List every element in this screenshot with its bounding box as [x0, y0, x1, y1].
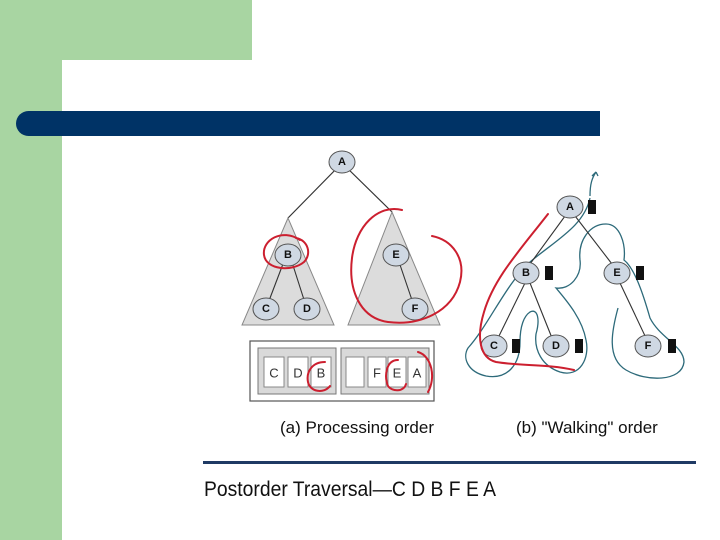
- node-a-E: E: [382, 243, 410, 267]
- order-label-e: E: [393, 366, 402, 381]
- red-circle-node-b: [262, 234, 310, 270]
- order-box-empty: [345, 356, 365, 388]
- right-subtree-triangle: [347, 210, 441, 326]
- edge-a-b: [287, 162, 343, 219]
- visit-marker-f: [668, 339, 676, 353]
- red-mark-box-e: [385, 359, 407, 392]
- node-a-F: F: [401, 297, 429, 321]
- node-b-F: F: [634, 334, 676, 358]
- green-sidebar-band: [0, 0, 62, 540]
- node-b-A: A: [556, 195, 596, 219]
- walk-path-main: [465, 197, 685, 379]
- visit-marker-c: [512, 339, 520, 353]
- node-b-E: E: [603, 261, 644, 285]
- svg-text:D: D: [303, 303, 311, 315]
- visit-marker-b: [545, 266, 553, 280]
- svg-text:A: A: [338, 156, 346, 168]
- svg-text:F: F: [412, 303, 419, 315]
- edge-b-a-b: [529, 211, 569, 265]
- walk-path-arrow: [591, 171, 599, 177]
- svg-text:B: B: [284, 249, 292, 261]
- red-mark-box-a: [417, 351, 434, 393]
- edge-b-a-e: [571, 211, 613, 265]
- svg-text:C: C: [262, 303, 270, 315]
- svg-text:E: E: [613, 267, 620, 279]
- node-b-B: B: [512, 261, 553, 285]
- red-mark-box-b: [306, 361, 331, 392]
- svg-text:E: E: [392, 249, 399, 261]
- visit-marker-e: [636, 266, 644, 280]
- visit-marker-a: [588, 200, 596, 214]
- order-box-a: [407, 356, 427, 388]
- order-label-a: A: [413, 366, 422, 381]
- red-circle-right-subtree: [350, 208, 463, 324]
- caption-processing-order: (a) Processing order: [280, 418, 435, 437]
- green-top-band: [0, 0, 252, 60]
- caption-walking-order: (b) "Walking" order: [516, 418, 658, 437]
- diagram-b-walking-order: A B E C D F: [465, 171, 685, 379]
- edge-b-b-c: [497, 282, 526, 339]
- svg-text:C: C: [490, 340, 498, 352]
- node-a-C: C: [252, 297, 280, 321]
- svg-text:B: B: [522, 267, 530, 279]
- node-a-D: D: [293, 297, 321, 321]
- order-box-e: [387, 356, 407, 388]
- walking-path: [465, 171, 685, 379]
- red-annotations-a: [262, 208, 463, 393]
- edge-b-b-d: [529, 282, 553, 339]
- red-stroke-left-path: [479, 213, 575, 371]
- svg-text:A: A: [566, 201, 574, 213]
- node-b-C: C: [480, 334, 520, 358]
- order-label-c: C: [269, 366, 278, 381]
- title-bar: [16, 111, 600, 136]
- divider-rule: [203, 461, 696, 464]
- order-box-c: [263, 356, 285, 388]
- diagram-a-processing-order: A B C D E F C D B: [241, 150, 441, 402]
- order-label-d: D: [293, 366, 302, 381]
- order-label-f: F: [373, 366, 381, 381]
- node-a-A: A: [328, 150, 356, 174]
- order-label-b: B: [317, 366, 326, 381]
- svg-text:D: D: [552, 340, 560, 352]
- node-a-B: B: [274, 243, 302, 267]
- svg-text:F: F: [645, 340, 652, 352]
- edge-a-e: [341, 162, 393, 213]
- postorder-traversal-text: Postorder Traversal—C D B F E A: [204, 478, 497, 501]
- visit-marker-d: [575, 339, 583, 353]
- edge-b-e-f: [619, 282, 647, 339]
- red-annotations-b: [479, 213, 575, 371]
- node-b-D: D: [542, 334, 583, 358]
